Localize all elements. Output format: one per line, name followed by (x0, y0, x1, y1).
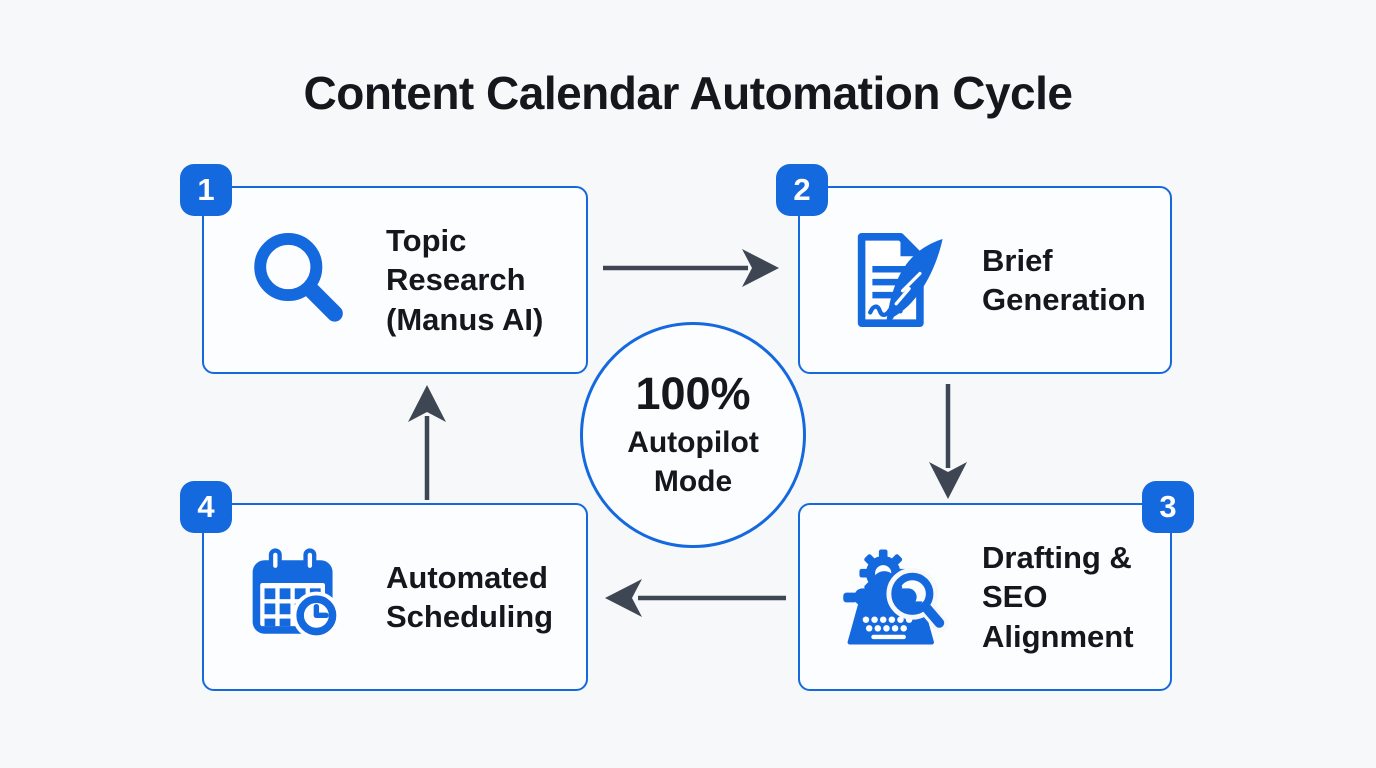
autopilot-mode-circle: 100% Autopilot Mode (580, 322, 806, 548)
binder-rings (268, 548, 317, 576)
step-box-brief-generation: 2 Brief Generation (776, 164, 1172, 374)
calendar-clock-icon (252, 548, 341, 640)
step-number-badge: 1 (180, 164, 232, 216)
typewriter-seo-icon (843, 549, 948, 645)
step-number-badge: 2 (776, 164, 828, 216)
autopilot-percentage: 100% (635, 368, 751, 420)
step-box-drafting-seo: 3 (798, 481, 1194, 691)
autopilot-label: Autopilot Mode (627, 425, 759, 498)
magnifier-icon (254, 233, 343, 322)
arrow-step2-to-step3 (929, 384, 967, 499)
step-label: Automated Scheduling (386, 559, 554, 634)
step-number-badge: 4 (180, 481, 232, 533)
step-number-badge: 3 (1142, 481, 1194, 533)
document-quill-icon (857, 233, 943, 327)
arrow-step3-to-step4 (605, 579, 786, 617)
clock-overlay (292, 591, 341, 640)
page-title: Content Calendar Automation Cycle (303, 67, 1073, 119)
step-box-topic-research: 1 Topic Research (Manus AI) (180, 164, 588, 374)
step-label: Drafting & SEO Alignment (982, 540, 1134, 654)
arrow-step1-to-step2 (603, 249, 779, 287)
step-box-automated-scheduling: 4 Automated Scheduling (180, 481, 588, 691)
step-label: Topic Research (Manus AI) (386, 223, 544, 337)
step-label: Brief Generation (982, 242, 1146, 317)
arrow-step4-to-step1 (408, 385, 446, 500)
